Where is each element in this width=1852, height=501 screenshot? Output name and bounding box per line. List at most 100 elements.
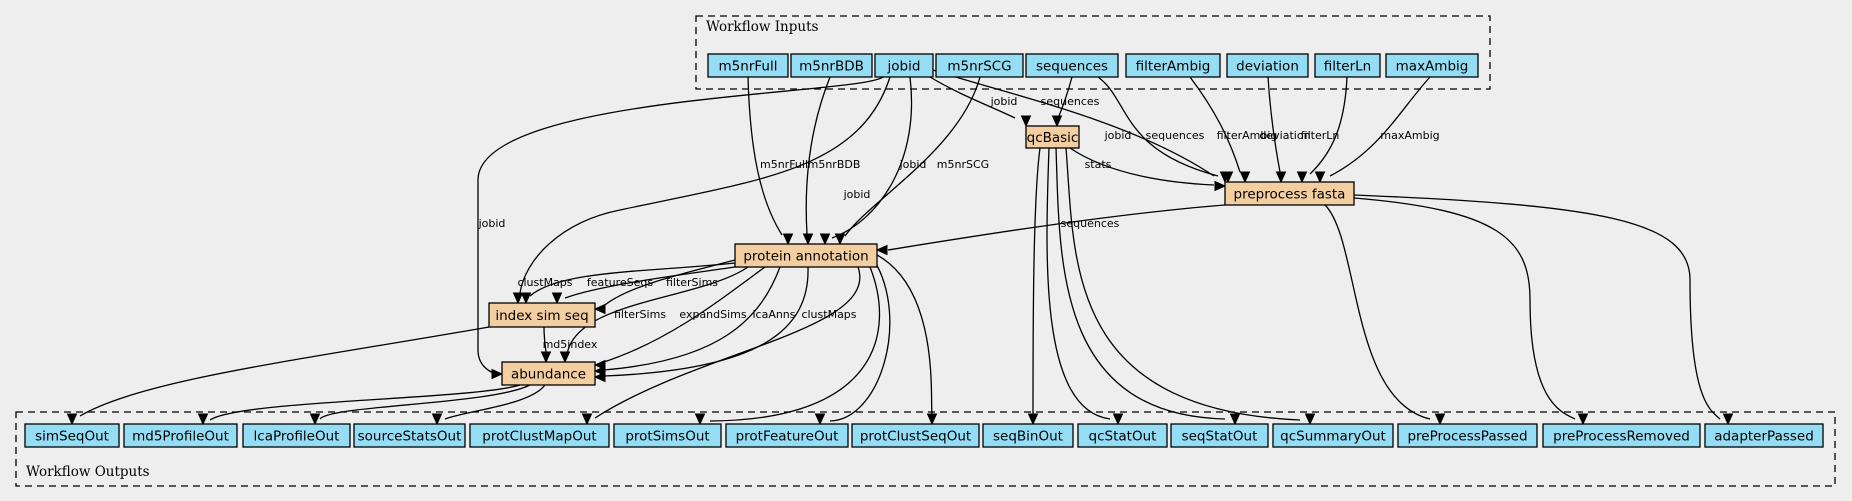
edge-preprocess-to-protein-line	[887, 204, 1226, 251]
edge-label-protein-featureseqs-to-index: featureSeqs	[587, 276, 653, 289]
output-node-qc-summary-out[interactable]: qcSummaryOut	[1272, 423, 1394, 448]
edge-label-m5nrfull-to-protein: m5nrFull	[760, 158, 808, 171]
output-node-prot-clust-map-out-box	[469, 423, 610, 448]
output-node-adapter-passed-box	[1704, 423, 1824, 448]
edge-maxambig-to-preprocess-line	[1329, 76, 1431, 177]
workflow-inputs-cluster: Workflow Inputs	[695, 15, 1491, 90]
output-node-prot-clust-map-out[interactable]: protClustMapOut	[469, 423, 610, 448]
output-node-seq-bin-out[interactable]: seqBinOut	[982, 423, 1074, 448]
output-node-prot-clust-seq-out[interactable]: protClustSeqOut	[851, 423, 980, 448]
edge-protein-filtersims-to-abundance-arrowhead	[559, 351, 571, 364]
edge-sequences-to-preprocess: sequences	[1097, 76, 1234, 184]
edge-protein-expandsims-to-abundance: expandSims	[593, 266, 766, 371]
edge-protein-to-protclustseqout	[876, 254, 938, 426]
step-node-protein-annotation[interactable]: protein annotation	[734, 243, 878, 268]
output-node-md5-profile-out-label: md5ProfileOut	[132, 429, 229, 445]
input-node-sequences[interactable]: sequences	[1025, 53, 1119, 78]
step-node-index-sim-seq-box	[488, 302, 596, 328]
edge-protein-filtersims-to-index: filterSims	[593, 259, 736, 315]
output-node-pre-process-removed[interactable]: preProcessRemoved	[1542, 423, 1701, 448]
workflow-outputs-cluster: Workflow Outputs	[15, 411, 1836, 487]
input-node-max-ambig-label: maxAmbig	[1396, 59, 1469, 75]
output-node-seq-stat-out-box	[1170, 423, 1269, 448]
input-node-m5nr-full[interactable]: m5nrFull	[707, 53, 789, 78]
edge-label-protein-expandsims-to-abundance: expandSims	[679, 308, 747, 321]
step-node-protein-annotation-box	[734, 243, 878, 268]
edge-abundance-to-lcaprofileout	[309, 384, 531, 426]
edge-index-md5index-to-abundance-arrowhead	[540, 351, 552, 364]
edge-m5nrfull-to-protein-line	[747, 76, 783, 236]
edge-m5nrbdb-to-protein-arrowhead	[802, 233, 814, 246]
output-node-seq-stat-out[interactable]: seqStatOut	[1170, 423, 1269, 448]
edge-sequences-to-qcbasic-line	[1058, 76, 1073, 117]
edge-qcbasic-to-seqstatout-line	[1055, 147, 1226, 420]
edge-sequences-to-qcbasic: sequences	[1041, 76, 1100, 128]
edge-protein-featureseqs-to-index: featureSeqs	[551, 266, 736, 305]
edge-qcbasic-to-qcstatout-arrowhead	[1112, 413, 1124, 426]
edge-preprocess-to-preprocessremoved-arrowhead	[1577, 413, 1589, 426]
output-node-sim-seq-out[interactable]: simSeqOut	[24, 423, 120, 448]
output-node-adapter-passed[interactable]: adapterPassed	[1704, 423, 1824, 448]
input-node-m5nr-scg[interactable]: m5nrSCG	[935, 53, 1024, 78]
output-node-pre-process-passed[interactable]: preProcessPassed	[1397, 423, 1538, 448]
edge-maxambig-to-preprocess-arrowhead	[1314, 171, 1326, 184]
input-node-jobid[interactable]: jobid	[874, 53, 934, 78]
edge-qcbasic-to-seqstatout-arrowhead	[1229, 413, 1241, 426]
edge-label-jobid-to-indexsimseq: jobid	[843, 188, 871, 201]
step-node-preprocess-fasta-box	[1224, 181, 1355, 206]
edge-label-sequences-to-qcbasic: sequences	[1041, 95, 1100, 108]
edge-deviation-to-preprocess-arrowhead	[1275, 171, 1287, 184]
edge-jobid-to-qcbasic-arrowhead	[1020, 115, 1032, 128]
input-node-deviation-box	[1226, 53, 1309, 78]
output-node-qc-summary-out-box	[1272, 423, 1394, 448]
edge-label-protein-filtersims-to-index: filterSims	[666, 276, 718, 289]
edge-label-jobid-to-preprocess: jobid	[1104, 129, 1132, 142]
output-node-prot-sims-out[interactable]: protSimsOut	[613, 423, 722, 448]
input-node-filter-ambig-label: filterAmbig	[1136, 59, 1211, 75]
input-node-m5nr-bdb-label: m5nrBDB	[799, 59, 864, 75]
edge-protein-lcaanns-to-abundance: lcaAnns	[593, 266, 796, 377]
output-node-lca-profile-out[interactable]: lcaProfileOut	[242, 423, 351, 448]
input-node-max-ambig[interactable]: maxAmbig	[1385, 53, 1479, 78]
edge-preprocess-to-adapterpassed-line	[1353, 194, 1721, 420]
edge-protein-to-protsimsout-line	[709, 266, 881, 422]
edge-protein-to-protfeatureout-line	[829, 259, 891, 422]
edge-label-deviation-to-preprocess: deviation	[1259, 129, 1310, 142]
input-node-deviation[interactable]: deviation	[1226, 53, 1309, 78]
edge-protein-clustmaps-to-index-arrowhead	[520, 292, 532, 305]
output-node-qc-stat-out[interactable]: qcStatOut	[1077, 423, 1168, 448]
edge-index-to-simseqout-line	[79, 326, 490, 417]
output-node-source-stats-out-label: sourceStatsOut	[358, 429, 462, 445]
step-node-preprocess-fasta[interactable]: preprocess fasta	[1224, 181, 1355, 206]
output-node-source-stats-out[interactable]: sourceStatsOut	[353, 423, 466, 448]
input-node-max-ambig-box	[1385, 53, 1479, 78]
edge-qcbasic-to-qcsummaryout-line	[1065, 147, 1301, 421]
edge-preprocess-to-protein: sequences	[875, 204, 1226, 256]
edge-abundance-to-lcaprofileout-arrowhead	[309, 413, 321, 426]
step-node-qc-basic-label: qcBasic	[1027, 130, 1079, 146]
step-node-qc-basic[interactable]: qcBasic	[1025, 125, 1080, 149]
input-node-filter-ambig[interactable]: filterAmbig	[1125, 53, 1221, 78]
edge-jobid-to-qcbasic: jobid	[929, 76, 1032, 128]
edge-filterln-to-preprocess-arrowhead	[1296, 171, 1308, 184]
output-node-prot-clust-seq-out-label: protClustSeqOut	[860, 429, 971, 445]
edge-jobid-to-abundance-line	[477, 76, 884, 375]
input-node-filter-ambig-box	[1125, 53, 1221, 78]
edge-preprocess-to-preprocessremoved	[1353, 197, 1589, 426]
input-node-m5nr-bdb[interactable]: m5nrBDB	[790, 53, 873, 78]
edge-label-maxambig-to-preprocess: maxAmbig	[1380, 129, 1439, 142]
edge-filterambig-to-preprocess-arrowhead	[1239, 171, 1251, 184]
output-node-prot-sims-out-box	[613, 423, 722, 448]
input-node-filter-ln[interactable]: filterLn	[1314, 53, 1381, 78]
edge-m5nrfull-to-protein: m5nrFull	[747, 76, 808, 246]
step-node-index-sim-seq[interactable]: index sim seq	[488, 302, 596, 328]
edge-preprocess-to-preprocessremoved-line	[1353, 197, 1576, 420]
edge-label-protein-filtersims-to-abundance: filterSims	[614, 308, 666, 321]
output-node-prot-feature-out[interactable]: protFeatureOut	[725, 423, 849, 448]
edge-index-md5index-to-abundance-line	[543, 326, 547, 353]
step-node-abundance[interactable]: abundance	[501, 361, 596, 386]
edge-abundance-to-sourcestatsout	[431, 384, 546, 426]
workflow-inputs-cluster-title: Workflow Inputs	[706, 19, 818, 35]
output-node-md5-profile-out[interactable]: md5ProfileOut	[123, 423, 238, 448]
edge-label-jobid-to-qcbasic: jobid	[990, 95, 1018, 108]
